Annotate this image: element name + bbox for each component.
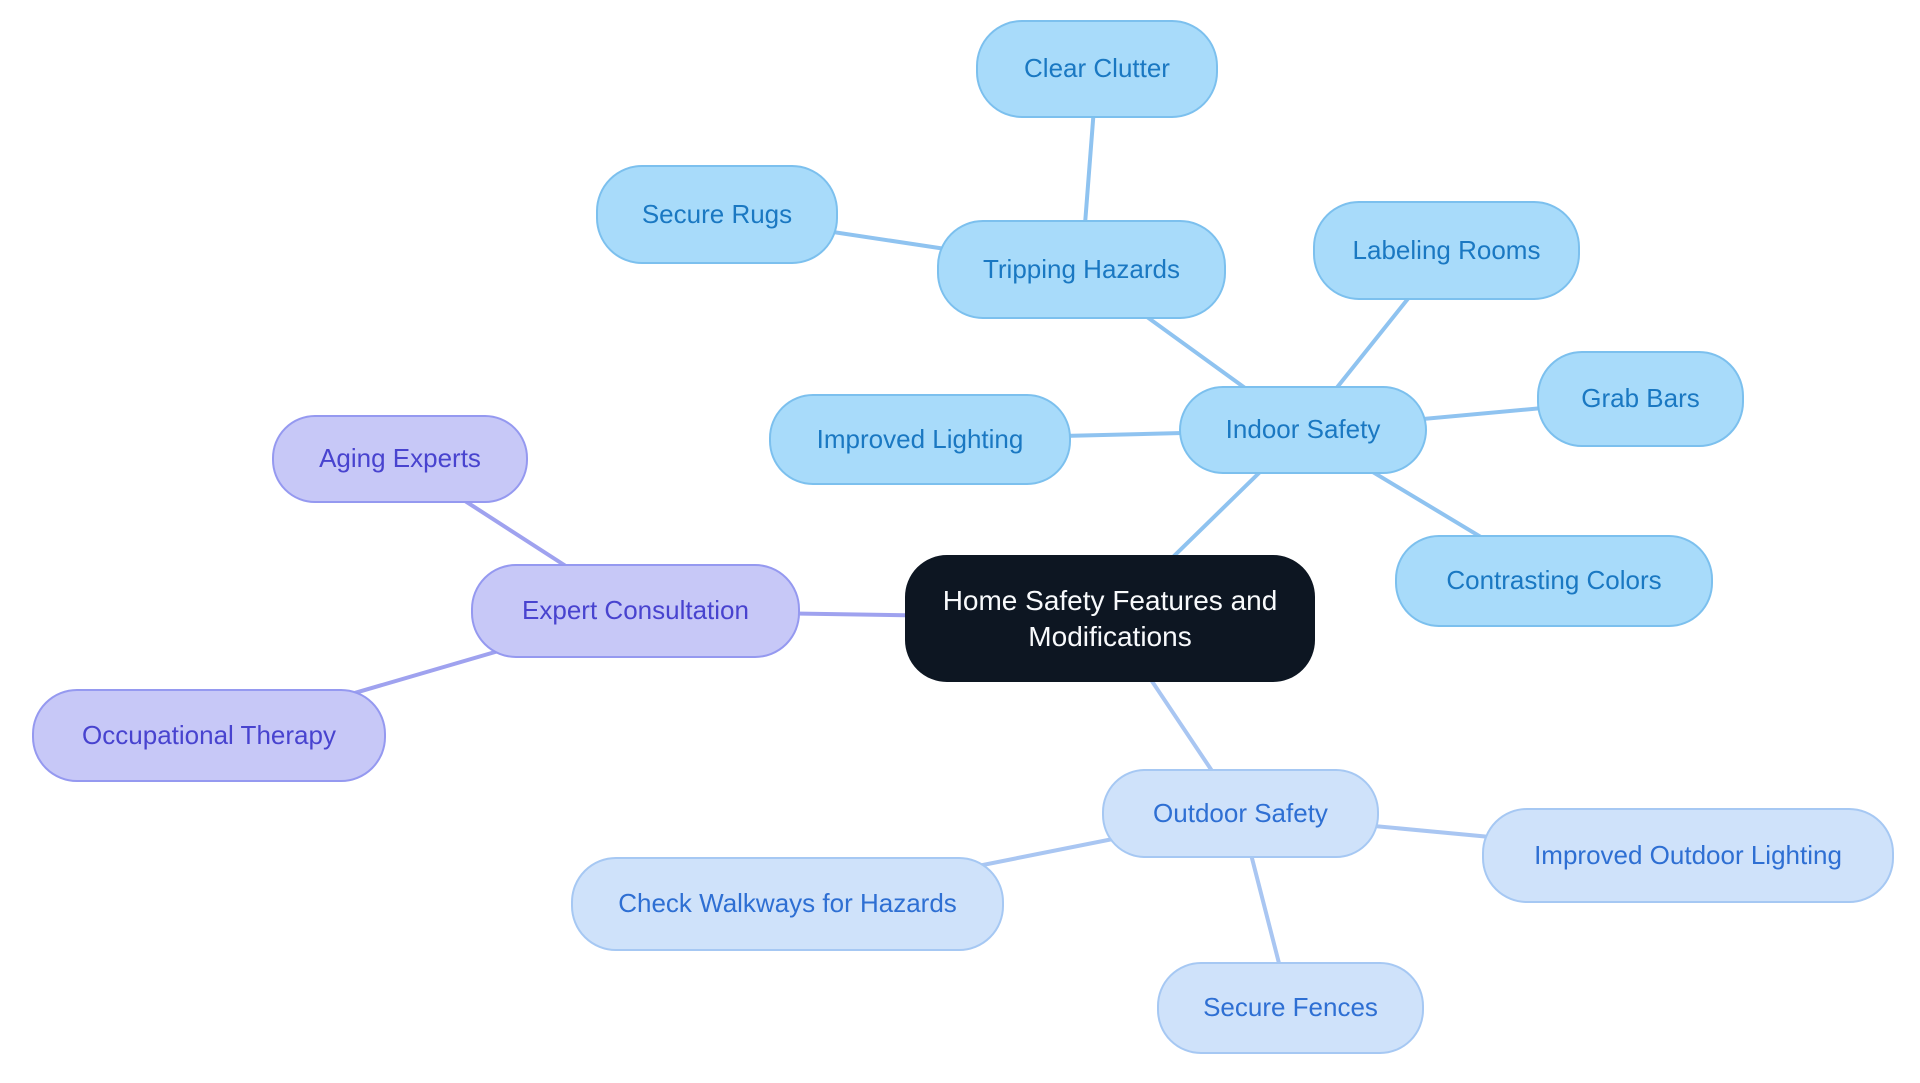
node-label: Grab Bars xyxy=(1581,383,1700,414)
node-improved-outdoor-lighting[interactable]: Improved Outdoor Lighting xyxy=(1482,808,1894,903)
node-outdoor-safety[interactable]: Outdoor Safety xyxy=(1102,769,1379,858)
node-label: Labeling Rooms xyxy=(1352,234,1541,265)
node-secure-rugs[interactable]: Secure Rugs xyxy=(596,165,838,264)
node-clear-clutter[interactable]: Clear Clutter xyxy=(976,20,1218,118)
node-label: Check Walkways for Hazards xyxy=(618,888,957,919)
node-label: Improved Lighting xyxy=(816,423,1024,454)
node-aging-experts[interactable]: Aging Experts xyxy=(272,415,528,503)
node-contrasting-colors[interactable]: Contrasting Colors xyxy=(1395,535,1713,627)
node-tripping-hazards[interactable]: Tripping Hazards xyxy=(937,220,1226,319)
node-label: Expert Consultation xyxy=(522,595,749,626)
node-labeling-rooms[interactable]: Labeling Rooms xyxy=(1313,201,1580,300)
node-label: Secure Fences xyxy=(1203,992,1378,1023)
node-label: Indoor Safety xyxy=(1225,414,1381,445)
node-central[interactable]: Home Safety Features and Modifications xyxy=(905,555,1315,682)
node-label: Aging Experts xyxy=(319,443,481,474)
node-label: Tripping Hazards xyxy=(982,253,1180,284)
node-label: Home Safety Features and Modifications xyxy=(942,584,1278,652)
node-occupational-therapy[interactable]: Occupational Therapy xyxy=(32,689,386,782)
node-indoor-safety[interactable]: Indoor Safety xyxy=(1179,386,1427,474)
node-grab-bars[interactable]: Grab Bars xyxy=(1537,351,1744,447)
node-label: Contrasting Colors xyxy=(1446,565,1662,596)
node-improved-lighting[interactable]: Improved Lighting xyxy=(769,394,1071,485)
node-check-walkways-for-hazards[interactable]: Check Walkways for Hazards xyxy=(571,857,1004,951)
node-secure-fences[interactable]: Secure Fences xyxy=(1157,962,1424,1054)
node-label: Occupational Therapy xyxy=(82,719,336,750)
node-expert-consultation[interactable]: Expert Consultation xyxy=(471,564,800,658)
node-label: Clear Clutter xyxy=(1024,53,1170,84)
node-label: Improved Outdoor Lighting xyxy=(1534,839,1842,870)
node-label: Outdoor Safety xyxy=(1153,797,1328,828)
node-label: Secure Rugs xyxy=(641,198,793,229)
